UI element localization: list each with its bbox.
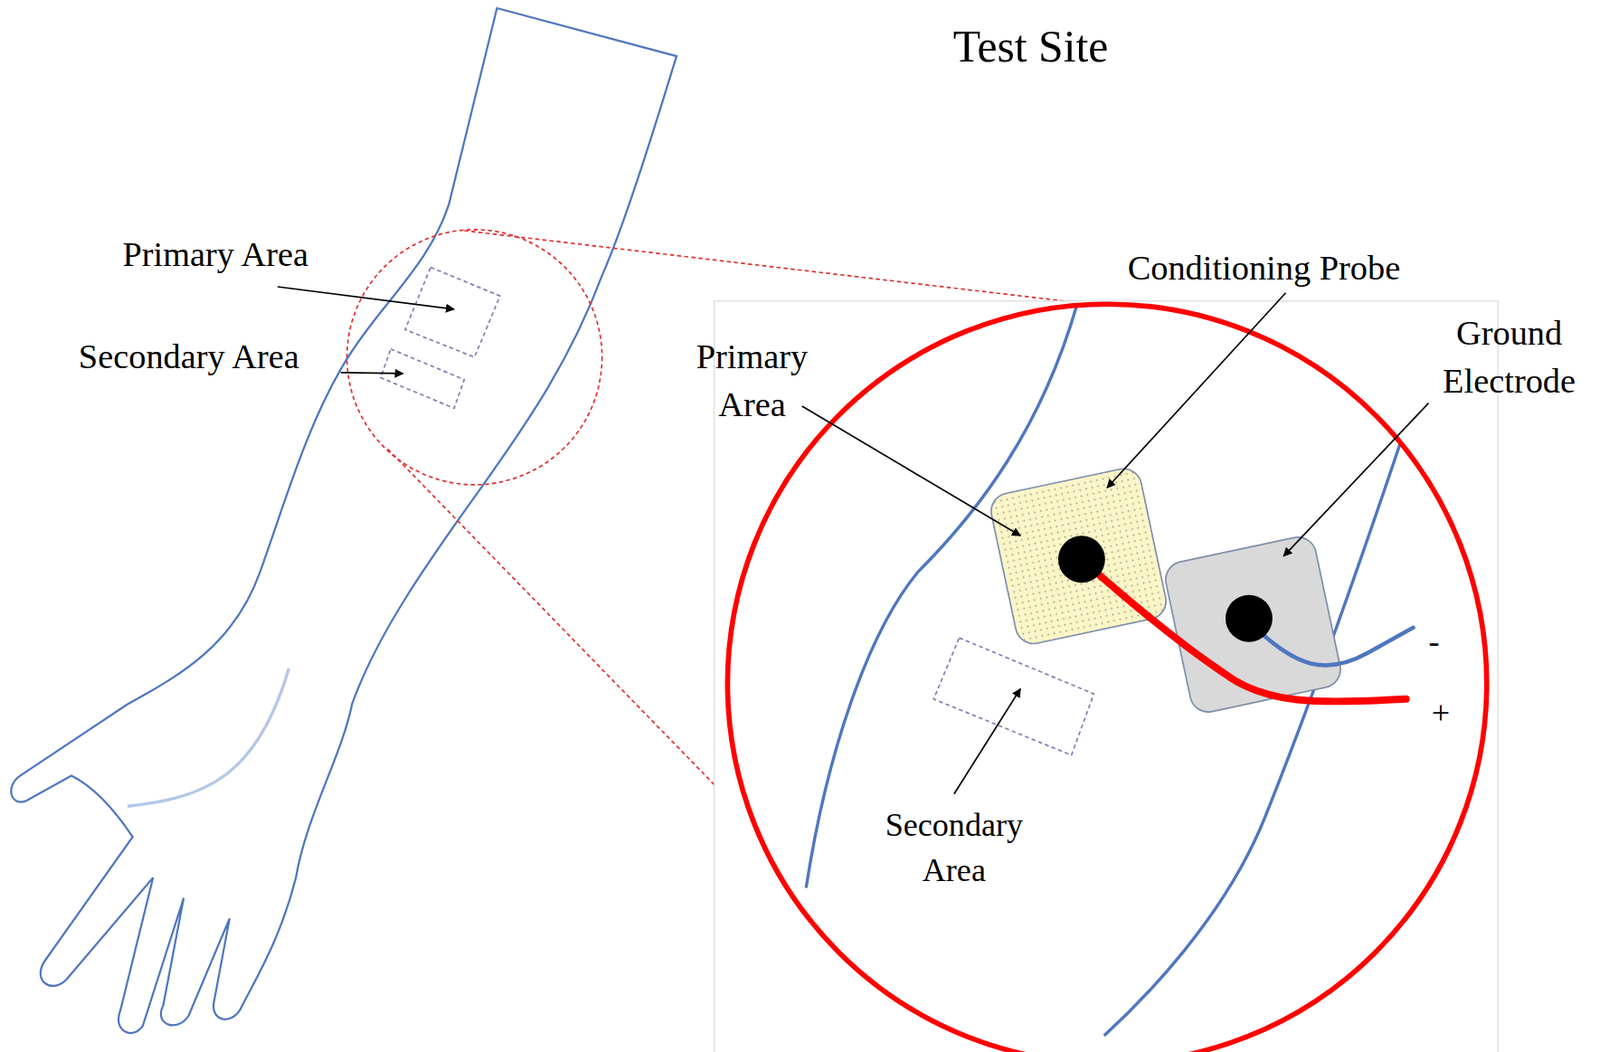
zoom-content bbox=[805, 305, 1401, 1036]
zoom-line bbox=[388, 448, 756, 826]
blue-wire bbox=[1249, 622, 1414, 665]
zoom-frame bbox=[714, 301, 1498, 1052]
snap-connector bbox=[1058, 535, 1106, 583]
leader-arrow bbox=[954, 689, 1021, 795]
leader-arrow bbox=[1107, 293, 1286, 488]
zoom-line bbox=[463, 230, 1082, 303]
secondary-area bbox=[380, 349, 465, 408]
leader-arrow bbox=[802, 406, 1021, 536]
callout-label: Secondary Area bbox=[861, 802, 1046, 892]
callout-label: Secondary Area bbox=[78, 334, 300, 380]
callout-label: Primary Area bbox=[675, 332, 829, 429]
callout-label: Ground Electrode bbox=[1426, 309, 1592, 406]
arm-outline bbox=[10, 8, 677, 1033]
callout-label: + bbox=[1431, 690, 1450, 736]
callout-label: - bbox=[1428, 618, 1440, 664]
conditioning-probe bbox=[987, 465, 1170, 648]
red-wire bbox=[1083, 561, 1407, 702]
palm-crease bbox=[127, 668, 289, 806]
title: Test Site bbox=[826, 20, 1235, 75]
callout-label: Conditioning Probe bbox=[1127, 246, 1402, 292]
leader-arrow bbox=[277, 286, 455, 310]
callout-label: Primary Area bbox=[122, 232, 309, 278]
secondary-area bbox=[933, 637, 1094, 756]
zoom-circle bbox=[727, 303, 1487, 1052]
leader-arrow bbox=[1283, 403, 1429, 557]
snap-connector bbox=[1225, 595, 1273, 643]
magnify-circle bbox=[347, 229, 603, 485]
leader-arrow bbox=[340, 372, 404, 374]
primary-area bbox=[405, 267, 501, 358]
